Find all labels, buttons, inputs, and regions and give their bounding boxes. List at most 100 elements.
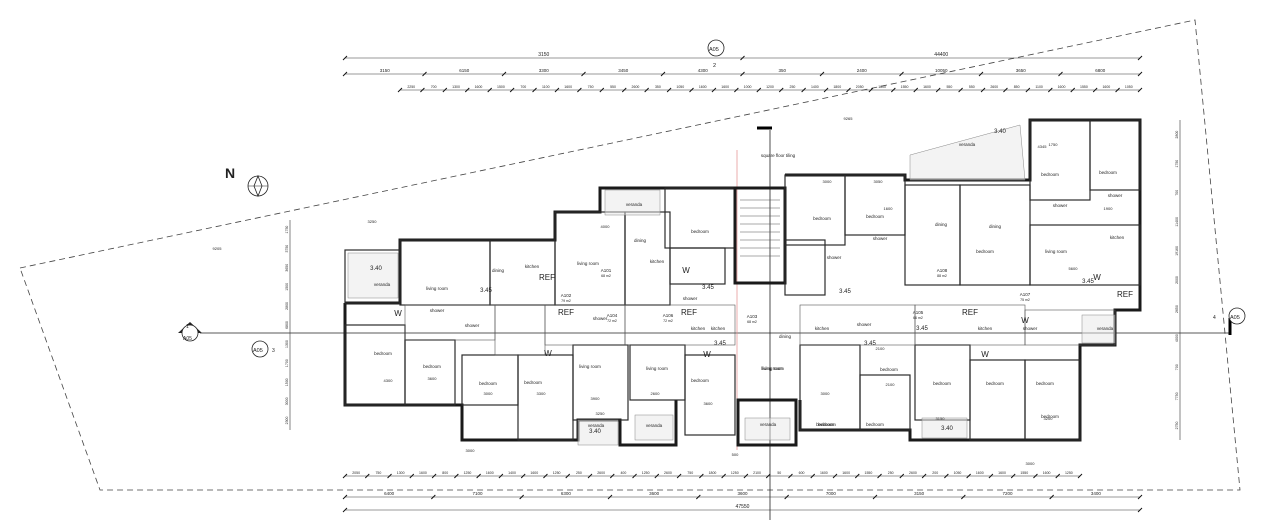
dimension-tick: [554, 87, 560, 93]
room-label: living room: [1045, 249, 1067, 254]
washer-symbol: W: [1093, 273, 1101, 282]
room-label: veranda: [760, 422, 777, 427]
dimension-value: 9205: [213, 246, 223, 251]
dimension-tick: [666, 87, 672, 93]
dimension-value: 1600: [998, 471, 1006, 475]
dimension-value: 550: [610, 85, 616, 89]
dimension-value: 3650: [285, 264, 289, 272]
level-marker: 3.40: [370, 266, 382, 272]
dimension-value: 1600: [721, 85, 729, 89]
room-label: veranda: [959, 142, 976, 147]
room-label: shower: [430, 308, 445, 313]
dimension-tick: [743, 473, 749, 479]
room-label: kitchen: [815, 326, 830, 331]
dimension-tick: [644, 87, 650, 93]
room-label: living room: [426, 286, 448, 291]
dimension-tick: [565, 473, 571, 479]
dimension-tick: [454, 473, 459, 479]
dimension-value: 1800: [709, 471, 717, 475]
dimension-value: 1600: [1058, 85, 1066, 89]
dimension-value: 44400: [934, 52, 948, 58]
dimension-value: 2050: [856, 85, 864, 89]
dimension-tick: [342, 71, 348, 77]
dimension-tick: [721, 473, 726, 479]
north-arrow: N: [225, 165, 269, 198]
dimension-tick: [1010, 473, 1016, 479]
dimension-value: 750: [687, 471, 693, 475]
dimension-value: 6800: [1095, 68, 1106, 73]
room-dimension: 3150: [936, 416, 946, 421]
level-marker: 3.45: [864, 341, 876, 347]
room-dimension: 3250: [596, 411, 606, 416]
room-label: bedroom: [1041, 172, 1059, 177]
dimension-tick: [1115, 87, 1120, 93]
dimension-tick: [1137, 507, 1143, 513]
dimension-tick: [1137, 494, 1143, 500]
dimension-value: 1200: [766, 85, 774, 89]
room-dimension: 1750: [1049, 142, 1059, 147]
room-label: shower: [1108, 193, 1123, 198]
dimension-value: 1600: [564, 85, 572, 89]
dimension-value: 1600: [1102, 85, 1110, 89]
unit-id: A108: [937, 268, 948, 273]
room-label: kitchen: [525, 264, 540, 269]
room-label: veranda: [588, 423, 605, 428]
dimension-tick: [577, 87, 582, 93]
dimension-tick: [607, 494, 613, 500]
dimension-value: 7750: [1175, 392, 1179, 400]
dimension-value: 4000: [1175, 334, 1179, 342]
dimension-value: 3600: [649, 491, 660, 496]
grid-bubble-right: A05 4: [1213, 307, 1246, 335]
ref-symbol: REF: [962, 308, 978, 317]
level-marker: 3.45: [714, 341, 726, 347]
dimension-tick: [1058, 71, 1063, 77]
room-label: dining: [492, 268, 505, 273]
dimension-tick: [498, 473, 504, 479]
dimension-value: 350: [655, 85, 661, 89]
room-label: shower: [857, 322, 872, 327]
dimension-tick: [872, 494, 878, 500]
dimension-value: 3450: [618, 68, 629, 73]
room-label: bedroom: [933, 381, 951, 386]
dimension-value: 400: [620, 471, 626, 475]
room-label: kitchen: [691, 326, 706, 331]
room-dimension: 3600: [704, 401, 714, 406]
dimension-value: 6300: [561, 491, 572, 496]
washer-symbol: W: [1021, 316, 1029, 325]
dimension-value: 10050: [935, 68, 948, 73]
dimension-tick: [877, 473, 882, 479]
dimension-tick: [740, 55, 745, 61]
room-dimension: 3600: [428, 376, 438, 381]
dimension-value: 200: [932, 471, 938, 475]
room-label: dining: [634, 238, 647, 243]
dimension-value: 700: [1175, 364, 1179, 370]
dimension-value: 2800: [285, 302, 289, 310]
dimension-tick: [342, 494, 348, 500]
dimension-value: 250: [888, 471, 894, 475]
room-label: bedroom: [976, 249, 994, 254]
dimension-value: 3750: [285, 245, 289, 253]
dimension-value: 1250: [1065, 471, 1073, 475]
dimension-tick: [519, 494, 525, 500]
dimension-value: 47550: [736, 504, 750, 510]
dimension-tick: [342, 507, 348, 513]
dimension-value: 3150: [380, 68, 391, 73]
grid-bubble-top: A05 2: [707, 39, 725, 69]
dimension-tick: [784, 494, 790, 500]
room-label: veranda: [646, 423, 663, 428]
room-label: bedroom: [1041, 414, 1059, 419]
room-dimension: 1900: [1104, 206, 1114, 211]
level-marker: 3.40: [994, 129, 1006, 135]
dimension-value: 1400: [811, 85, 819, 89]
dimension-tick: [442, 87, 448, 93]
dimension-tick: [387, 473, 392, 479]
dimension-value: 3150: [914, 491, 925, 496]
dimension-tick: [921, 473, 927, 479]
room-dimension: 3000: [823, 179, 833, 184]
svg-text:A05: A05: [183, 336, 192, 342]
dimension-value: 350: [778, 68, 786, 73]
ref-symbol: REF: [681, 308, 697, 317]
dimension-value: 700: [520, 85, 526, 89]
dimension-value: 1700: [285, 359, 289, 367]
dimension-tick: [823, 87, 829, 93]
